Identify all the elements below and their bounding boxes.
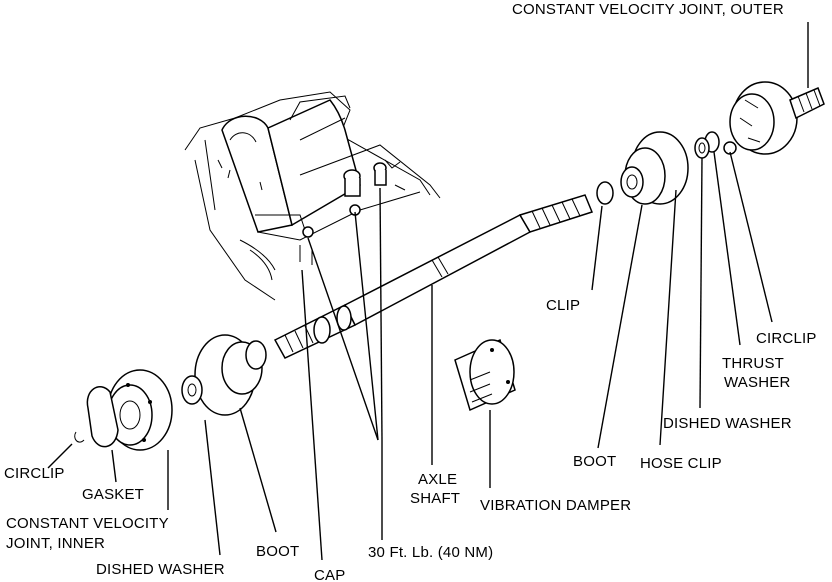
- label-axle-shaft-line2: SHAFT: [410, 490, 460, 507]
- cv-joint-inner-part: [107, 369, 173, 451]
- label-vibration-damper: VIBRATION DAMPER: [480, 497, 631, 514]
- label-boot-right: BOOT: [573, 453, 616, 470]
- label-circlip-left: CIRCLIP: [4, 465, 65, 482]
- boot-right-part: [620, 131, 689, 205]
- label-circlip-right: CIRCLIP: [756, 330, 817, 347]
- cv-joint-outer: [729, 81, 825, 155]
- label-cv-joint-inner-line1: CONSTANT VELOCITY: [6, 515, 169, 532]
- clip-part: [596, 181, 614, 205]
- label-cv-joint-inner-line2: JOINT, INNER: [6, 535, 105, 552]
- label-gasket: GASKET: [82, 486, 144, 503]
- leader-lines: [47, 22, 809, 561]
- label-dished-washer-right: DISHED WASHER: [663, 415, 792, 432]
- axle-shaft: [273, 194, 594, 359]
- label-dished-washer-left: DISHED WASHER: [96, 561, 225, 578]
- label-torque: 30 Ft. Lb. (40 NM): [368, 544, 493, 561]
- label-cv-joint-outer: CONSTANT VELOCITY JOINT, OUTER: [512, 1, 784, 18]
- dished-washer-left-part: [181, 375, 203, 405]
- vibration-damper-part: [454, 338, 516, 412]
- circlip-left-part: [74, 431, 85, 443]
- label-cap: CAP: [314, 567, 345, 582]
- vehicle-frame-bracket: [184, 91, 441, 301]
- label-thrust-washer-line1: THRUST: [722, 355, 784, 372]
- label-hose-clip: HOSE CLIP: [640, 455, 722, 472]
- gasket-part: [86, 386, 119, 448]
- label-axle-shaft-line1: AXLE: [418, 471, 457, 488]
- label-clip: CLIP: [546, 297, 580, 314]
- dished-washer-right-part: [694, 137, 710, 159]
- boot-left-part: [194, 334, 267, 416]
- label-boot-left: BOOT: [256, 543, 299, 560]
- label-thrust-washer-line2: WASHER: [724, 374, 790, 391]
